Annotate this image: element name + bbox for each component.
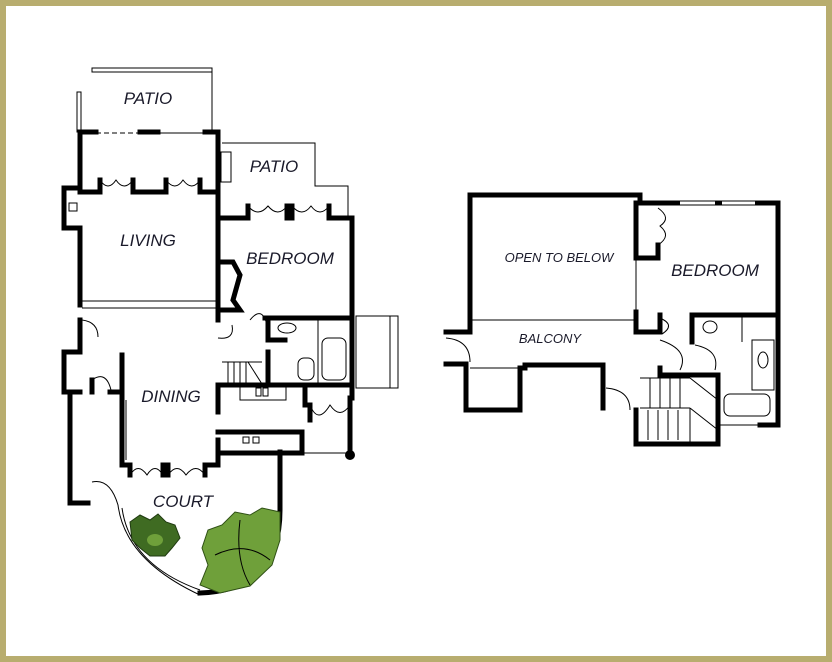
room-label-dining: DINING: [141, 387, 201, 406]
room-label-bedroom: BEDROOM: [246, 249, 335, 268]
room-label-upper-bedroom: BEDROOM: [671, 261, 760, 280]
patio-rail: [91, 67, 213, 73]
room-label-balcony: BALCONY: [519, 331, 582, 346]
second-floor-plan: OPEN TO BELOW BEDROOM BALCONY: [443, 192, 781, 447]
first-floor-plan: PATIO PATIO LIVING BEDROOM DINING COURT: [61, 67, 399, 596]
tree-icon: [129, 513, 181, 557]
room-label-patio-side: PATIO: [250, 157, 299, 176]
room-label-patio-top: PATIO: [124, 89, 173, 108]
room-label-living: LIVING: [120, 231, 176, 250]
column: [345, 450, 355, 460]
room-label-court: COURT: [153, 492, 215, 511]
tree-icon: [199, 507, 281, 594]
room-label-open-to-below: OPEN TO BELOW: [505, 250, 616, 265]
